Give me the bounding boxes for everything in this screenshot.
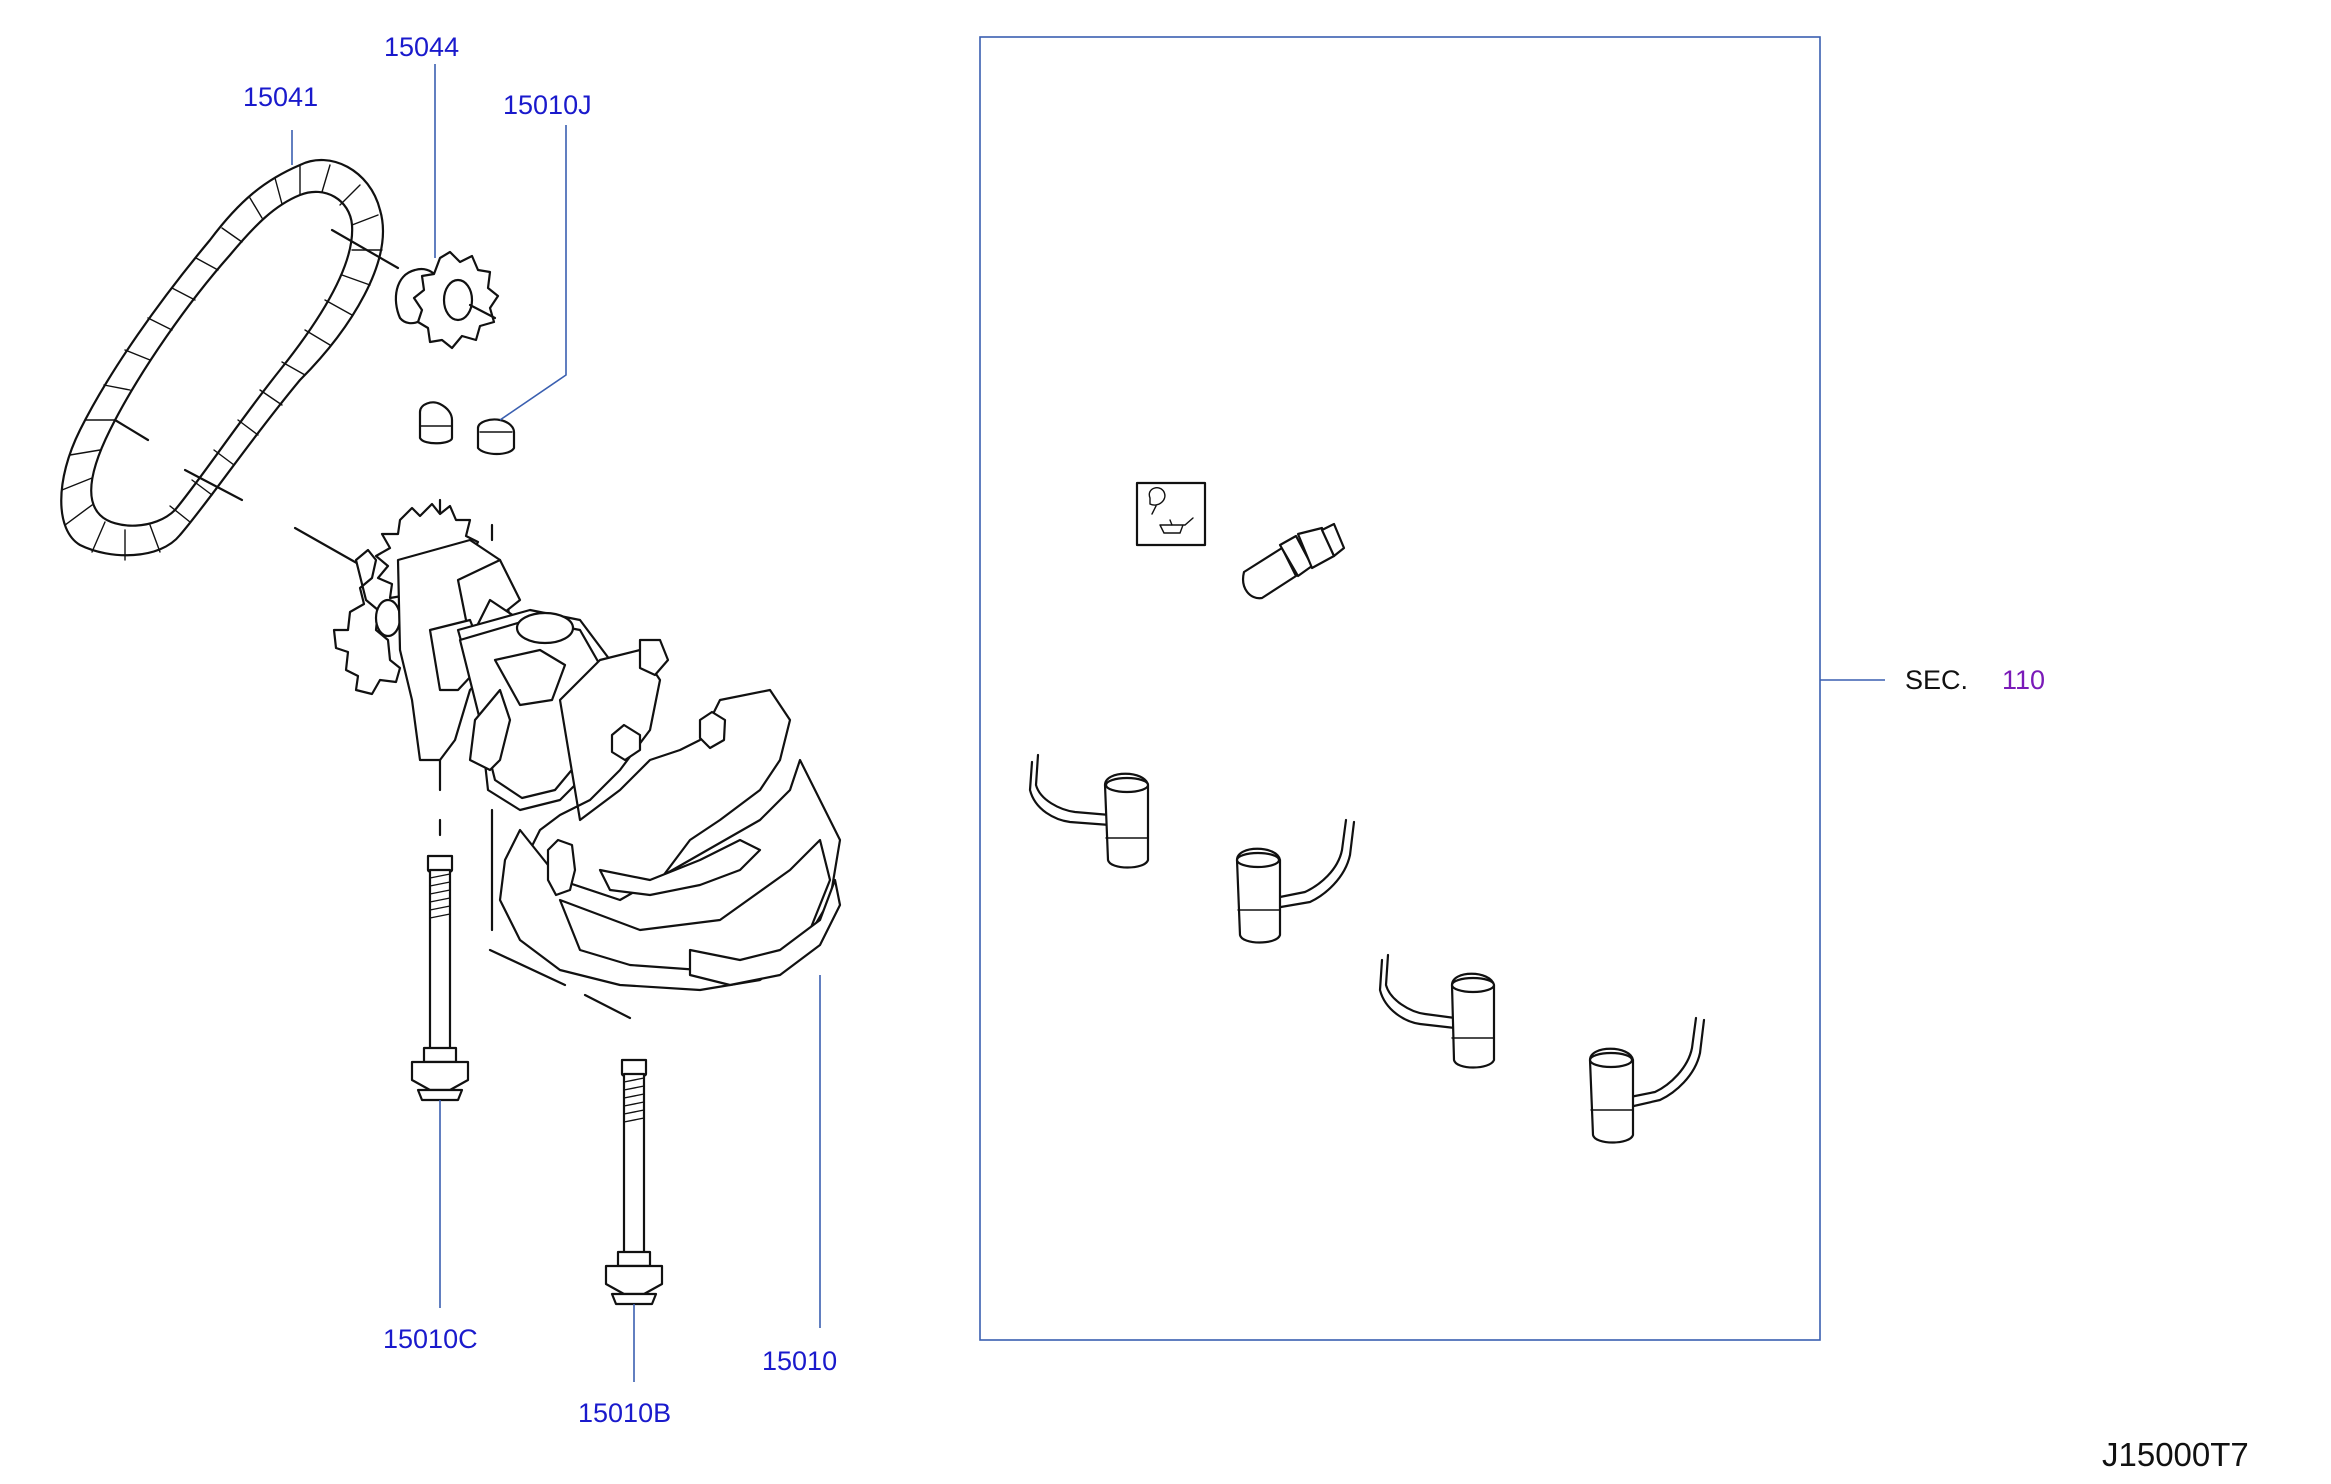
section-prefix: SEC. xyxy=(1905,665,1968,695)
bolt-15010B[interactable] xyxy=(604,1058,664,1306)
dowel-collar-left[interactable] xyxy=(418,401,454,445)
timing-chain[interactable] xyxy=(60,159,385,561)
oil-jet-2 xyxy=(1235,818,1356,944)
oil-pump-sprocket[interactable] xyxy=(394,250,500,350)
callout-15010J[interactable]: 15010J xyxy=(503,90,592,120)
oil-jet-1 xyxy=(1028,753,1150,869)
callout-15010C[interactable]: 15010C xyxy=(383,1324,478,1354)
bolt-15010C[interactable] xyxy=(410,854,470,1102)
oil-jet-4 xyxy=(1588,1016,1706,1144)
dowel-collar-right[interactable] xyxy=(476,418,516,456)
callout-15044[interactable]: 15044 xyxy=(384,32,459,62)
oil-jet-3 xyxy=(1378,953,1496,1069)
callout-15010B[interactable]: 15010B xyxy=(578,1398,671,1428)
leader-lines xyxy=(291,64,1885,1382)
section-110-frame xyxy=(979,36,1821,1341)
oil-pump-assembly[interactable] xyxy=(332,502,842,992)
callout-15010[interactable]: 15010 xyxy=(762,1346,837,1376)
callout-15041[interactable]: 15041 xyxy=(243,82,318,112)
diagram-code: J15000T7 xyxy=(2102,1436,2249,1473)
section-link-110[interactable]: 110 xyxy=(2002,665,2045,695)
oil-pressure-switch xyxy=(1242,522,1346,600)
oil-pressure-symbol xyxy=(1135,481,1207,547)
